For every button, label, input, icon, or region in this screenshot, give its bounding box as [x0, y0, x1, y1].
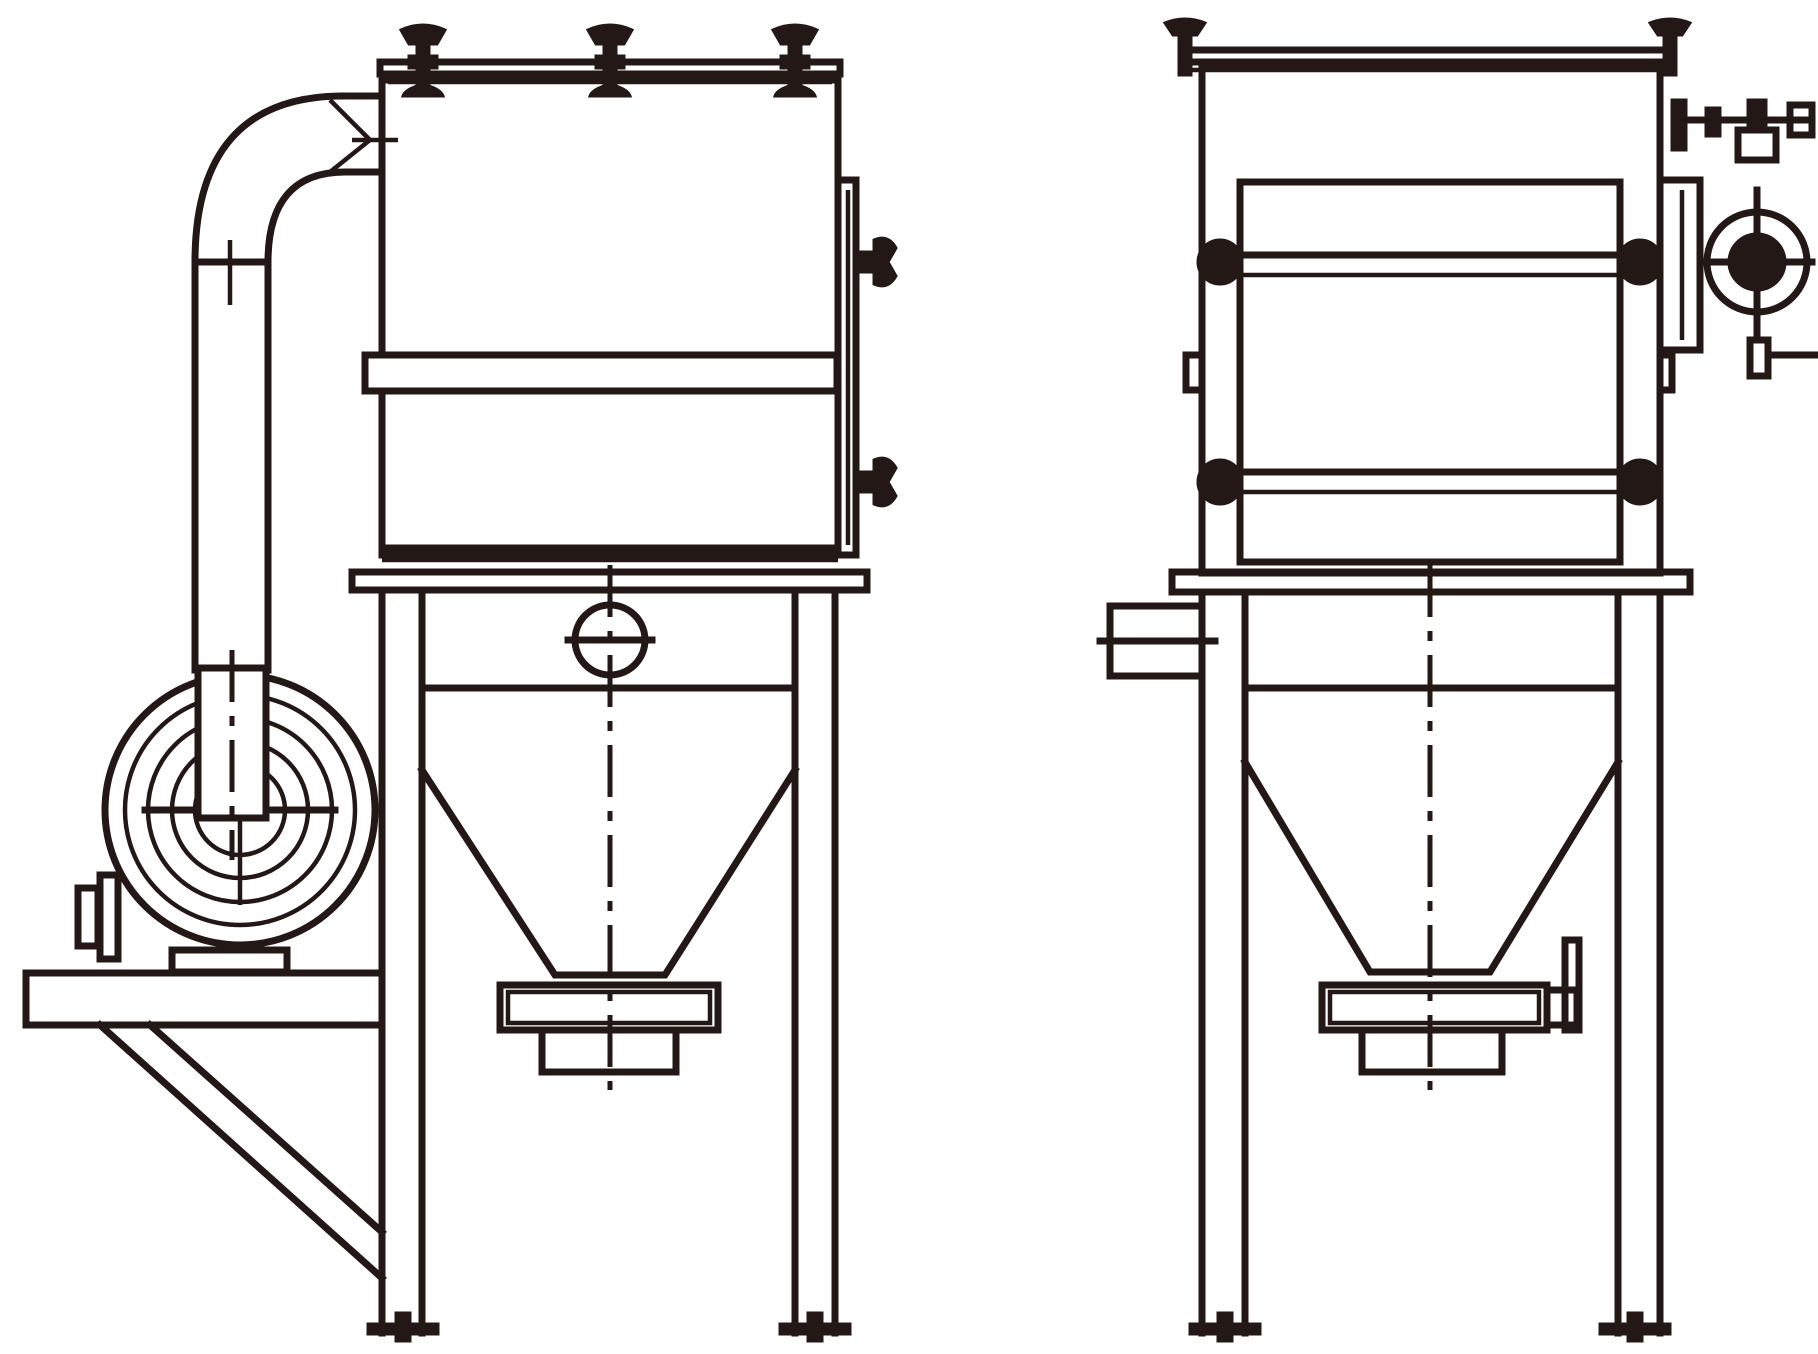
front-leg-foot — [1188, 1311, 1262, 1343]
side-access-door — [834, 176, 898, 559]
door-latch-knob — [1196, 458, 1244, 506]
door-handle-knob — [854, 456, 898, 508]
front-leg-foot — [1598, 1311, 1672, 1343]
side-inlet-duct — [191, 92, 398, 674]
front-main-body — [1198, 64, 1664, 577]
front-view — [1096, 17, 1818, 1343]
side-main-body — [361, 76, 842, 563]
lid-clamp-knob — [770, 23, 820, 98]
side-view — [22, 23, 898, 1343]
side-centrifugal-fan — [74, 650, 379, 976]
front-frame-legs — [1188, 588, 1672, 1343]
side-fan-bracket — [22, 969, 387, 1283]
front-pulse-valve-assembly — [1656, 98, 1818, 380]
side-leg-foot — [778, 1311, 852, 1343]
lid-clamp-knob — [398, 23, 448, 98]
hopper-discharge-lever — [1543, 936, 1583, 1034]
door-latch-knob — [1616, 238, 1664, 286]
lid-clamp-knob — [1162, 17, 1208, 77]
lid-clamp-knob — [585, 23, 635, 98]
side-frame-legs — [366, 586, 852, 1343]
door-latch-knob — [1196, 238, 1244, 286]
door-latch-knob — [1616, 458, 1664, 506]
front-side-outlet — [1096, 602, 1219, 680]
lid-clamp-knob — [1647, 17, 1693, 77]
side-leg-foot — [366, 1311, 440, 1343]
door-handle-knob — [854, 236, 898, 288]
front-access-door — [1182, 178, 1676, 566]
side-lid-clamps — [398, 23, 820, 98]
